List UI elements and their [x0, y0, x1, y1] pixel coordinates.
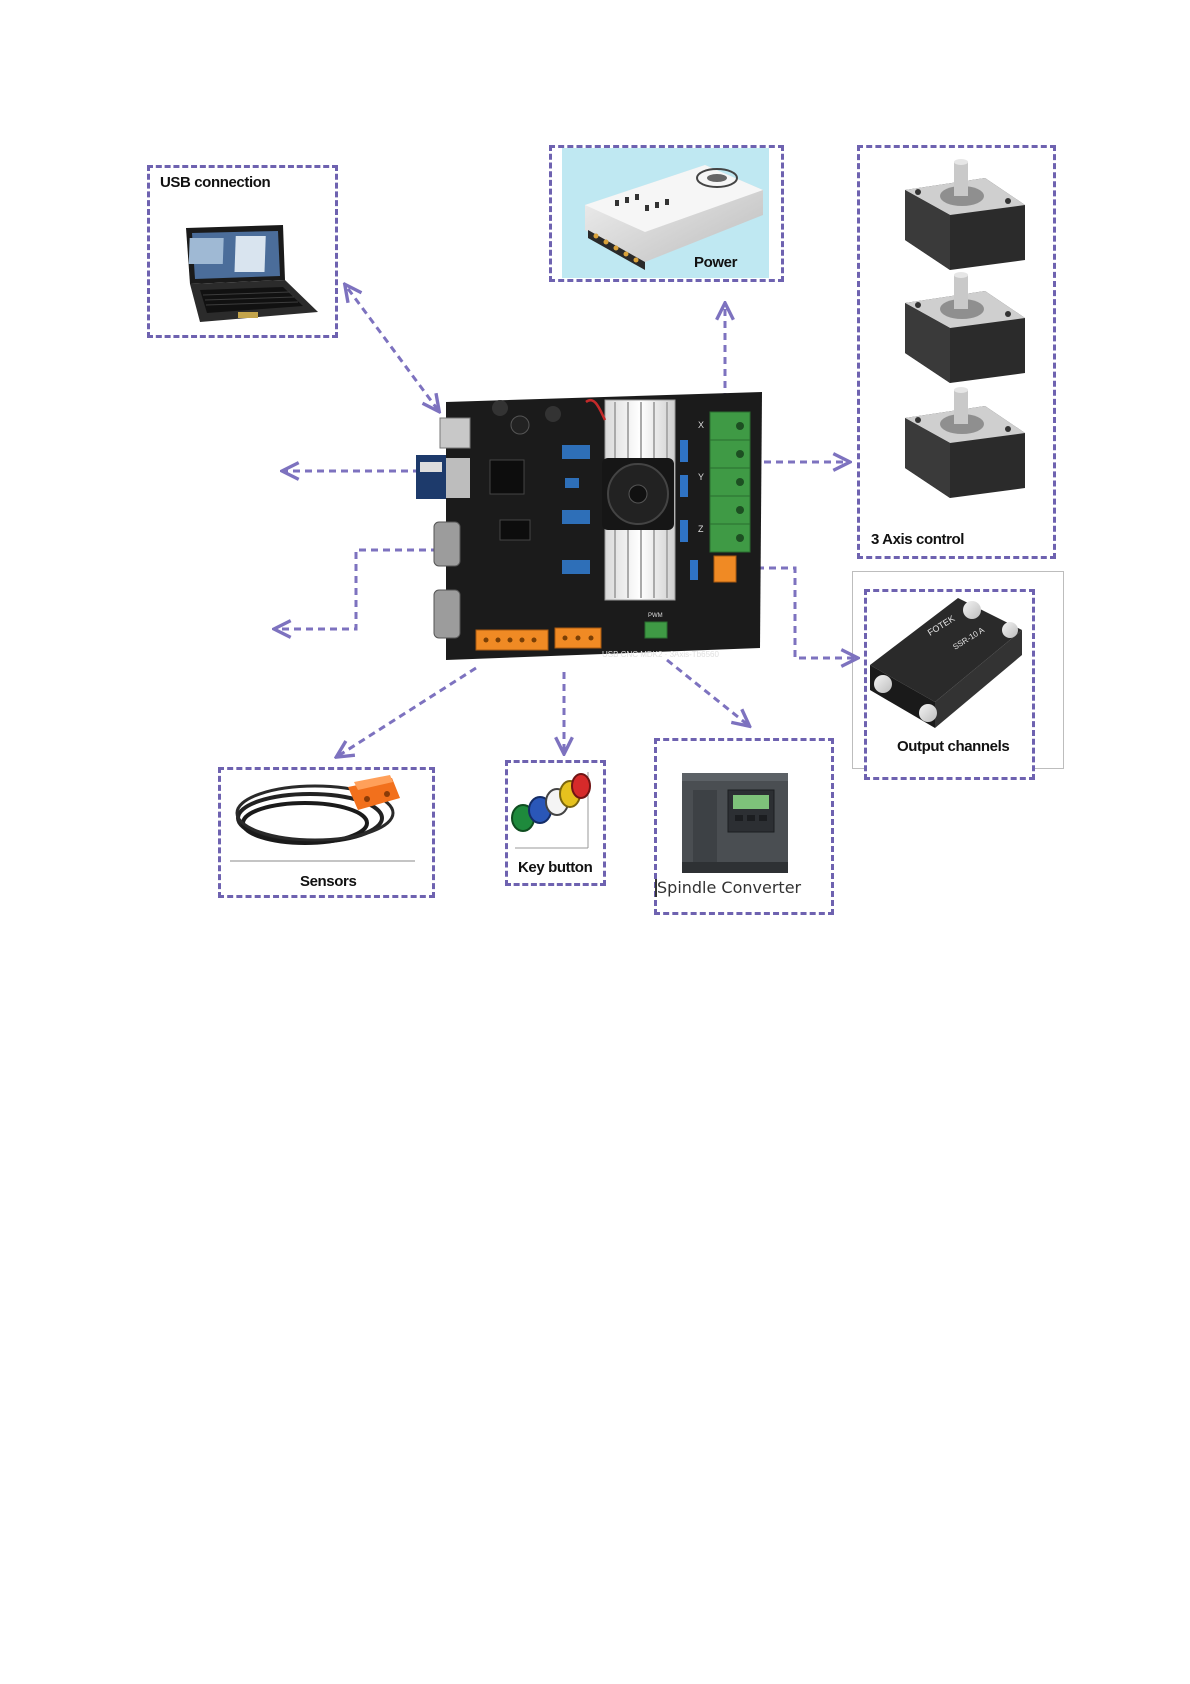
spindle-label-bar [655, 879, 657, 897]
pwm-label: PWM [648, 613, 663, 619]
key-button-label: Key button [518, 859, 592, 876]
arrow-db9-left [276, 550, 438, 629]
solid-state-relay-image: FOTEK SSR-10 A [870, 598, 1022, 728]
stepper-motor-3 [905, 387, 1025, 498]
laptop-image [186, 225, 318, 322]
axis-x-label: X [698, 420, 704, 430]
cnc-controller-board: X Y Z PWM USB CNC MDK2 · 3Axis-Tb6560 [416, 392, 762, 660]
output-channels-label: Output channels [897, 738, 1009, 755]
key-buttons-image [512, 772, 590, 848]
spindle-converter-image [682, 773, 788, 873]
axis-y-label: Y [698, 472, 704, 482]
stepper-motor-2 [905, 272, 1025, 383]
arrow-spindle [667, 660, 748, 725]
axis-z-label: Z [698, 524, 704, 534]
spindle-converter-label: Spindle Converter [657, 878, 801, 897]
stepper-motors-image [905, 159, 1025, 498]
power-supply-image [562, 148, 769, 278]
sensors-label: Sensors [300, 873, 356, 890]
power-label: Power [694, 254, 737, 271]
usb-connection-label: USB connection [160, 174, 270, 191]
arrow-sensors [338, 668, 476, 756]
sensor-image [230, 775, 415, 861]
board-silkscreen: USB CNC MDK2 · 3Axis-Tb6560 [602, 650, 719, 659]
stepper-motor-1 [905, 159, 1025, 270]
arrow-usb [346, 286, 438, 410]
axis-control-label: 3 Axis control [871, 531, 964, 548]
